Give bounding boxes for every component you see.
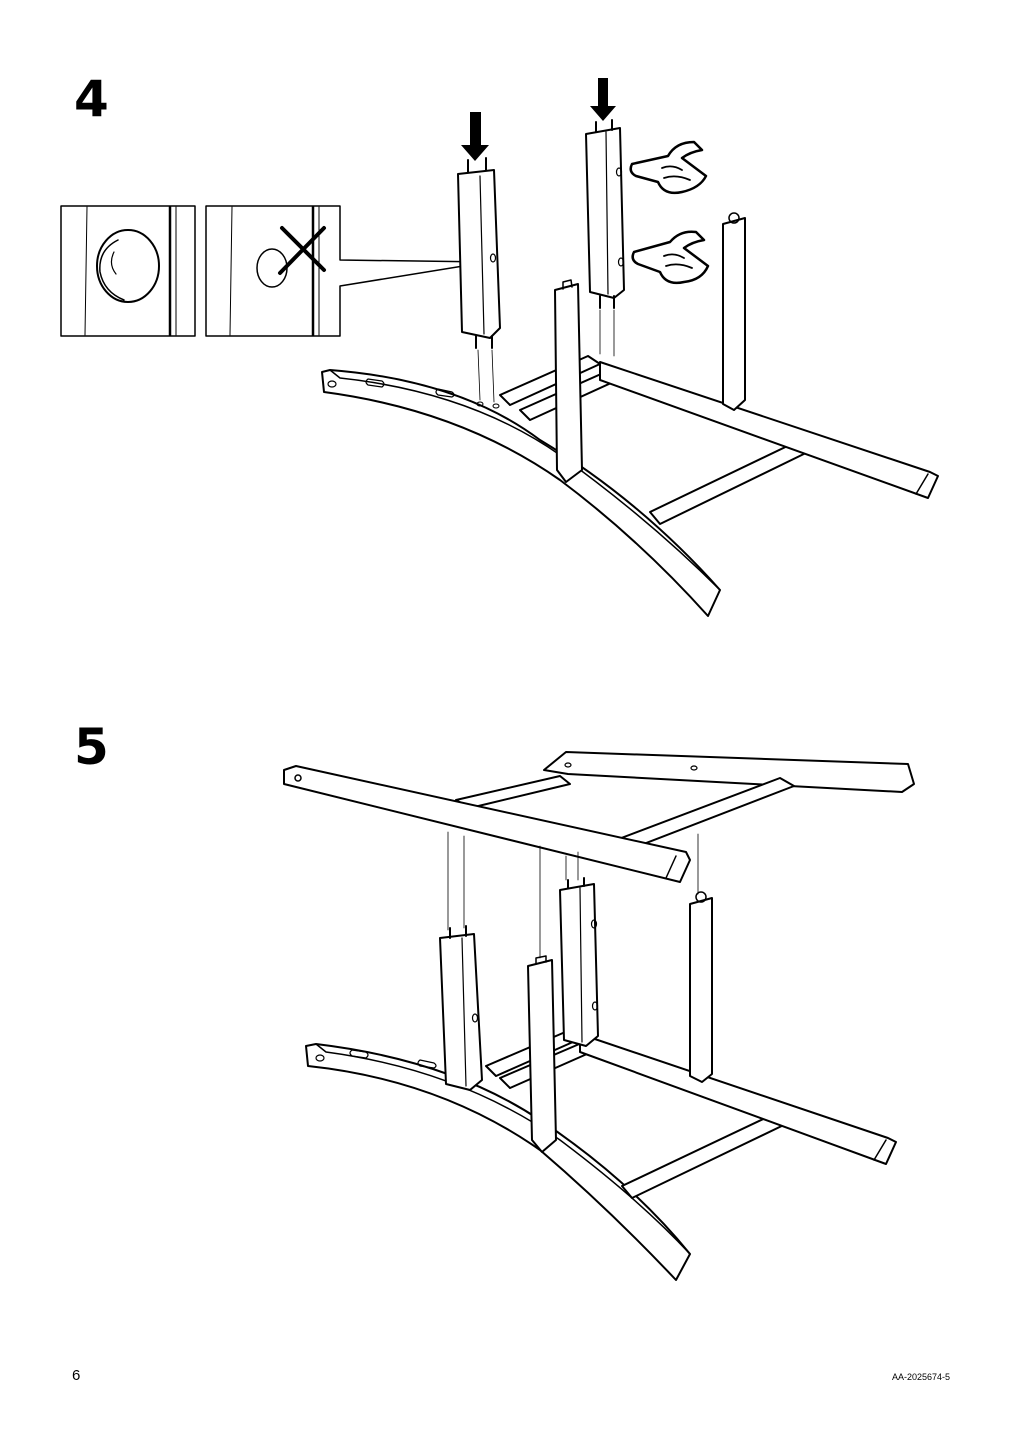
base-cross-rails xyxy=(486,1030,896,1198)
pointing-hand-icon xyxy=(633,232,708,283)
leg-back xyxy=(560,878,598,1046)
step-4-number: 4 xyxy=(74,70,109,128)
base-side-rail xyxy=(322,370,720,616)
document-code: AA-2025674-5 xyxy=(891,1372,950,1382)
loose-leg-right xyxy=(586,120,624,356)
pointing-hand-icon xyxy=(631,142,706,193)
leg-left xyxy=(440,926,482,1090)
hole-orientation-incorrect-icon xyxy=(206,206,488,336)
down-arrow-icon xyxy=(461,112,489,161)
fixed-leg-back xyxy=(723,213,745,410)
hole-orientation-correct-icon xyxy=(61,206,195,336)
step-4-illustration xyxy=(61,78,938,616)
fixed-leg-front xyxy=(555,280,582,482)
leg-front xyxy=(528,956,556,1152)
top-frame xyxy=(284,752,914,882)
base-side-rail xyxy=(306,1044,690,1280)
leg-right xyxy=(690,892,712,1082)
cross-mark-icon xyxy=(280,228,324,273)
base-cross-rails xyxy=(500,356,938,524)
step-5-number: 5 xyxy=(74,718,109,776)
page-number: 6 xyxy=(72,1367,81,1384)
alignment-guides xyxy=(448,832,698,958)
step-5-illustration xyxy=(284,752,914,1280)
down-arrow-icon xyxy=(590,78,616,121)
loose-leg-left xyxy=(458,158,500,408)
